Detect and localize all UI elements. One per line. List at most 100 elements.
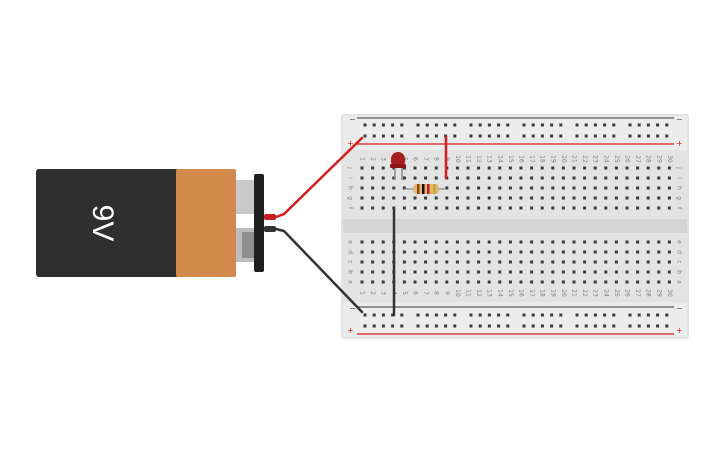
rail-hole[interactable] [497,324,501,328]
rail-hole[interactable] [575,134,579,138]
terminal-hole[interactable] [604,166,608,170]
rail-hole[interactable] [656,324,660,328]
terminal-hole[interactable] [561,176,565,180]
terminal-hole[interactable] [381,206,385,210]
terminal-hole[interactable] [572,240,576,244]
rail-hole[interactable] [487,134,491,138]
terminal-hole[interactable] [593,166,597,170]
terminal-hole[interactable] [434,250,438,254]
wire-positive[interactable] [274,136,364,219]
terminal-hole[interactable] [498,280,502,284]
rail-hole[interactable] [584,313,588,317]
terminal-hole[interactable] [498,240,502,244]
rail-hole[interactable] [469,313,473,317]
terminal-hole[interactable] [424,206,428,210]
rail-hole[interactable] [434,324,438,328]
terminal-hole[interactable] [466,240,470,244]
terminal-hole[interactable] [667,240,671,244]
terminal-hole[interactable] [614,270,618,274]
terminal-hole[interactable] [413,270,417,274]
rail-hole[interactable] [425,123,429,127]
terminal-hole[interactable] [561,250,565,254]
rail-hole[interactable] [540,313,544,317]
terminal-hole[interactable] [604,186,608,190]
rail-hole[interactable] [391,313,395,317]
rail-hole[interactable] [575,123,579,127]
terminal-hole[interactable] [530,166,534,170]
terminal-hole[interactable] [466,186,470,190]
terminal-hole[interactable] [561,270,565,274]
terminal-hole[interactable] [667,250,671,254]
terminal-hole[interactable] [487,206,491,210]
terminal-hole[interactable] [561,260,565,264]
terminal-hole[interactable] [561,206,565,210]
terminal-hole[interactable] [561,280,565,284]
terminal-hole[interactable] [477,260,481,264]
terminal-hole[interactable] [402,186,406,190]
terminal-hole[interactable] [381,166,385,170]
terminal-hole[interactable] [487,270,491,274]
rail-hole[interactable] [506,134,510,138]
terminal-hole[interactable] [583,250,587,254]
terminal-hole[interactable] [583,176,587,180]
rail-hole[interactable] [550,134,554,138]
terminal-hole[interactable] [551,260,555,264]
terminal-hole[interactable] [360,206,364,210]
terminal-hole[interactable] [434,240,438,244]
terminal-hole[interactable] [508,186,512,190]
terminal-hole[interactable] [519,250,523,254]
terminal-hole[interactable] [551,280,555,284]
terminal-hole[interactable] [455,176,459,180]
rail-hole[interactable] [612,313,616,317]
terminal-hole[interactable] [593,260,597,264]
terminal-hole[interactable] [381,176,385,180]
terminal-hole[interactable] [614,260,618,264]
terminal-hole[interactable] [371,176,375,180]
terminal-hole[interactable] [402,196,406,200]
rail-hole[interactable] [665,313,669,317]
rail-hole[interactable] [628,313,632,317]
terminal-hole[interactable] [572,206,576,210]
terminal-hole[interactable] [466,250,470,254]
terminal-hole[interactable] [667,196,671,200]
terminal-hole[interactable] [657,270,661,274]
terminal-hole[interactable] [455,186,459,190]
terminal-hole[interactable] [519,240,523,244]
terminal-hole[interactable] [614,250,618,254]
rail-hole[interactable] [550,324,554,328]
rail-hole[interactable] [381,134,385,138]
rail-hole[interactable] [637,123,641,127]
rail-hole[interactable] [453,123,457,127]
terminal-hole[interactable] [540,250,544,254]
rail-hole[interactable] [665,134,669,138]
terminal-hole[interactable] [561,240,565,244]
terminal-hole[interactable] [424,280,428,284]
terminal-hole[interactable] [360,166,364,170]
rail-hole[interactable] [628,123,632,127]
rail-hole[interactable] [391,134,395,138]
terminal-hole[interactable] [455,166,459,170]
terminal-hole[interactable] [455,250,459,254]
terminal-hole[interactable] [593,196,597,200]
terminal-hole[interactable] [583,260,587,264]
terminal-hole[interactable] [445,186,449,190]
terminal-hole[interactable] [487,186,491,190]
rail-hole[interactable] [400,313,404,317]
terminal-hole[interactable] [667,260,671,264]
terminal-hole[interactable] [614,186,618,190]
terminal-hole[interactable] [657,240,661,244]
rail-hole[interactable] [363,123,367,127]
rail-hole[interactable] [372,123,376,127]
terminal-hole[interactable] [657,166,661,170]
rail-hole[interactable] [522,134,526,138]
terminal-hole[interactable] [487,240,491,244]
rail-hole[interactable] [656,123,660,127]
rail-hole[interactable] [603,324,607,328]
terminal-hole[interactable] [657,260,661,264]
terminal-hole[interactable] [371,206,375,210]
terminal-hole[interactable] [477,270,481,274]
terminal-hole[interactable] [657,250,661,254]
terminal-hole[interactable] [498,166,502,170]
terminal-hole[interactable] [519,196,523,200]
rail-hole[interactable] [416,313,420,317]
